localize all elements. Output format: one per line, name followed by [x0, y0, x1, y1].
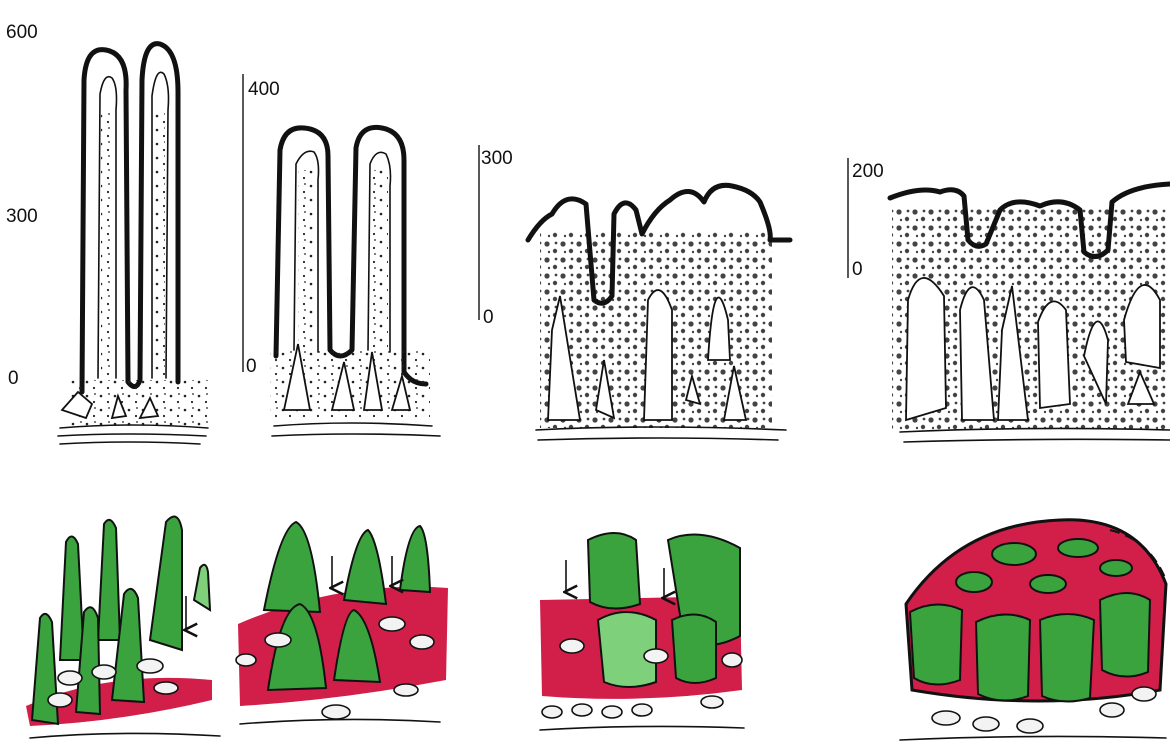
section-panel-3: [528, 185, 790, 440]
scale-label-600: 600: [6, 22, 38, 43]
scale-label-0: 0: [246, 356, 257, 377]
scale-label-300: 300: [481, 148, 513, 169]
scale-label-0: 0: [8, 368, 19, 389]
scale-label-0: 0: [852, 259, 863, 280]
section-panel-1: [58, 44, 210, 444]
villi-3d-panel-1: [26, 517, 220, 738]
scale-bar-1: 600 300 0: [6, 22, 38, 389]
scale-label-0: 0: [483, 307, 494, 328]
villi-3d-panel-3: [540, 533, 744, 730]
scale-label-400: 400: [248, 79, 280, 100]
villi-3d-panel-4: [900, 520, 1166, 740]
section-panel-2: [270, 127, 440, 436]
scale-label-200: 200: [852, 161, 884, 182]
scale-label-300: 300: [6, 206, 38, 227]
section-panel-4: [890, 184, 1170, 442]
scale-bar-3: 300 0: [479, 145, 513, 328]
villi-3d-panel-2: [236, 522, 448, 724]
scale-bar-4: 200 0: [848, 158, 884, 280]
